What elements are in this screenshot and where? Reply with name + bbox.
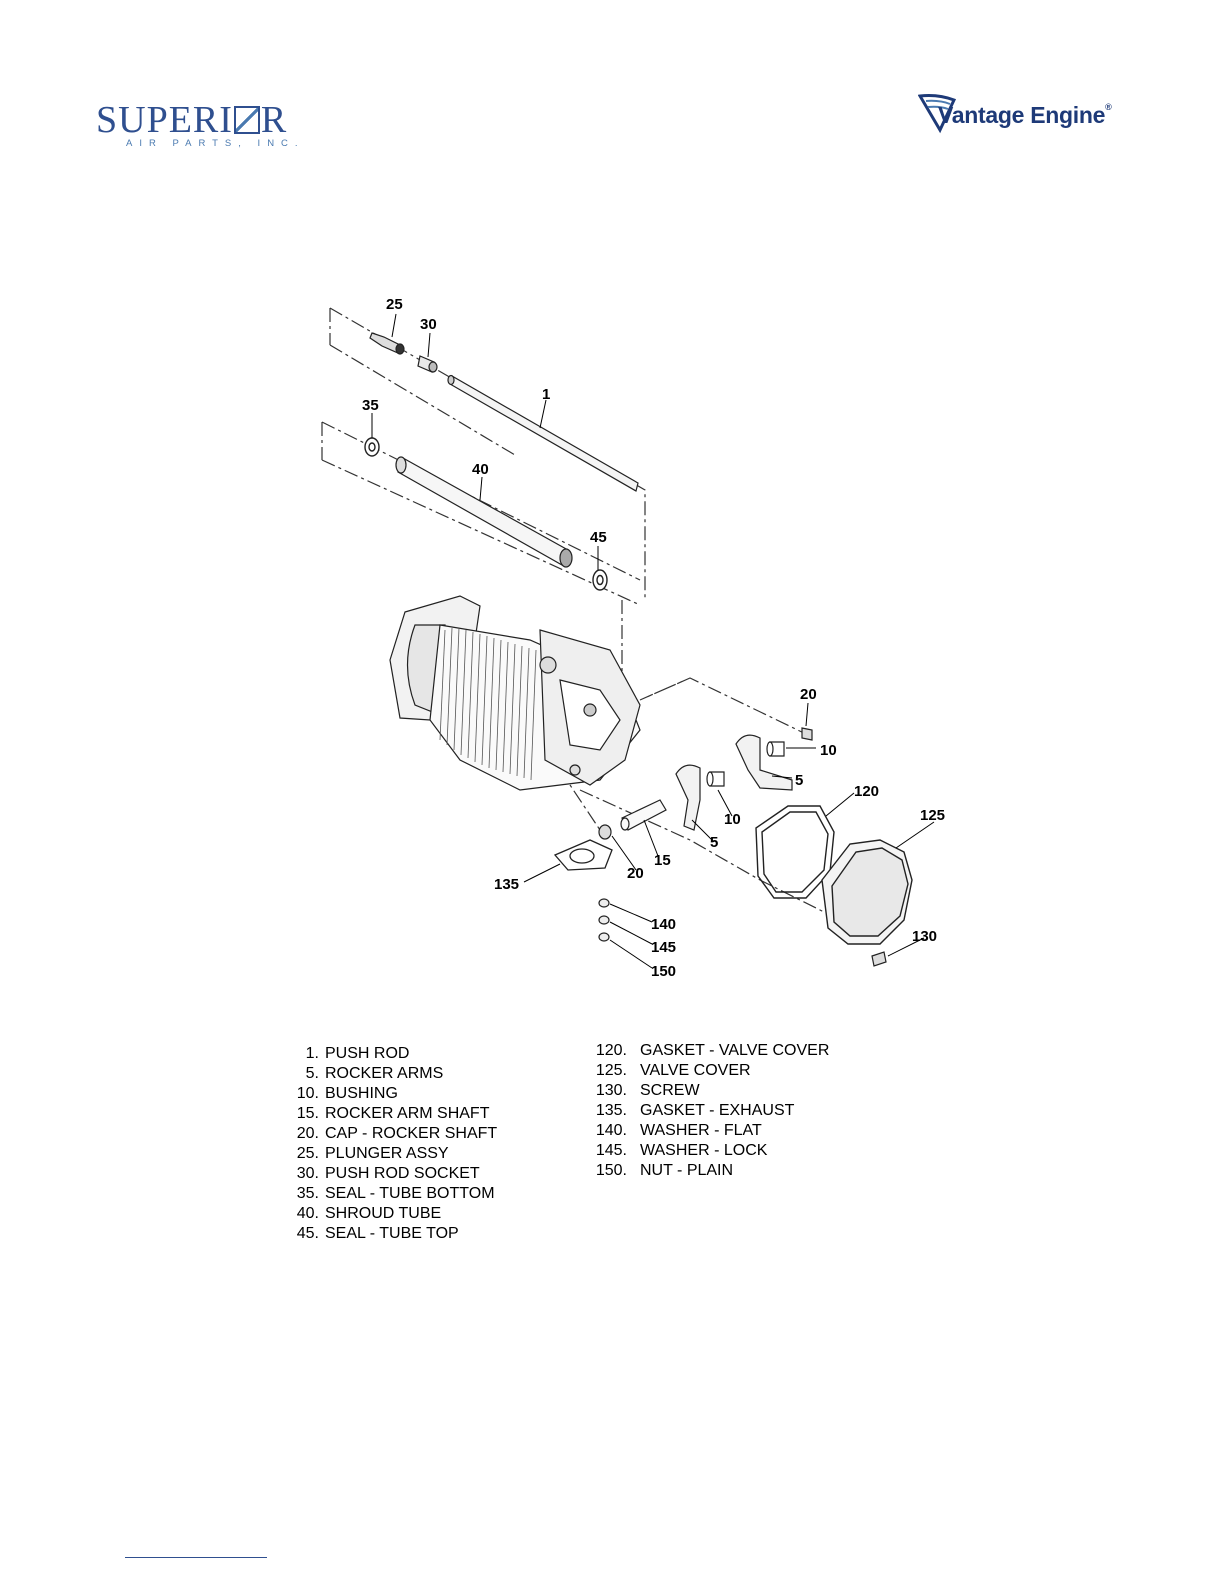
callout-120: 120 (854, 783, 879, 800)
parts-list-item: 140.WASHER - FLAT (595, 1122, 762, 1139)
parts-list-item: 135.GASKET - EXHAUST (595, 1102, 795, 1119)
parts-list-right: 120.GASKET - VALVE COVER 125.VALVE COVER… (594, 1041, 830, 1181)
engine-cylinder (389, 595, 641, 791)
callout-40: 40 (472, 461, 489, 478)
callout-30: 30 (420, 316, 437, 333)
parts-list-item: 20.CAP - ROCKER SHAFT (296, 1125, 498, 1142)
gasket-exhaust-part (553, 839, 613, 871)
seal-tube-bottom-part (364, 437, 380, 457)
callout-20-top: 20 (800, 686, 817, 703)
callout-45: 45 (590, 529, 607, 546)
vantage-engine-logo: Vantage Engine® (918, 90, 1138, 140)
superior-logo-mark-icon (233, 106, 260, 134)
callout-35: 35 (362, 397, 379, 414)
parts-list-item: 1.PUSH ROD (305, 1045, 410, 1062)
plunger-assy-part (369, 332, 405, 355)
vantage-swoosh-icon (918, 94, 957, 134)
callout-25: 25 (386, 296, 403, 313)
parts-list-item: 45.SEAL - TUBE TOP (296, 1225, 459, 1242)
parts-list-item: 5.ROCKER ARMS (305, 1065, 444, 1082)
exploded-parts-diagram: 25 30 1 35 40 45 20 10 5 10 5 15 20 120 … (321, 296, 945, 980)
parts-list-item: 40.SHROUD TUBE (296, 1205, 442, 1222)
callout-20-bottom: 20 (627, 865, 644, 882)
parts-list-item: 10.BUSHING (296, 1085, 398, 1102)
rocker-arm-shaft-part (620, 799, 667, 831)
callout-135: 135 (494, 876, 519, 893)
footer-rule (125, 1557, 267, 1558)
push-rod-part (447, 374, 639, 492)
parts-list-item: 125.VALVE COVER (595, 1062, 751, 1079)
callout-130: 130 (912, 928, 937, 945)
parts-list-left: 1.PUSH ROD 5.ROCKER ARMS 10.BUSHING 15.R… (292, 1044, 497, 1244)
seal-tube-top-part (592, 569, 608, 591)
callout-140: 140 (651, 916, 676, 933)
parts-list-item: 120.GASKET - VALVE COVER (595, 1042, 830, 1059)
parts-list-item: 15.ROCKER ARM SHAFT (296, 1105, 490, 1122)
parts-list-item: 25.PLUNGER ASSY (296, 1145, 449, 1162)
vantage-logo-mark: ® (1105, 102, 1112, 112)
bushing-part (706, 741, 785, 787)
callout-150: 150 (651, 963, 676, 980)
vantage-logo-name: Vantage Engine (938, 102, 1106, 128)
washer-nut-parts (598, 898, 610, 942)
parts-list-item: 130.SCREW (595, 1082, 700, 1099)
superior-logo-tagline: AIR PARTS, INC. (126, 138, 305, 149)
screw-part (871, 951, 887, 967)
callout-10-top: 10 (820, 742, 837, 759)
superior-logo-name-end: R (260, 99, 288, 141)
parts-list-item: 145.WASHER - LOCK (595, 1142, 768, 1159)
push-rod-socket-part (417, 355, 438, 373)
superior-logo: SUPERI R AIR PARTS, INC. (96, 98, 326, 154)
callout-5-bottom: 5 (710, 834, 718, 851)
valve-cover-part (821, 839, 913, 945)
callout-125: 125 (920, 807, 945, 824)
parts-list-item: 150.NUT - PLAIN (595, 1162, 734, 1179)
shroud-tube-part (395, 456, 573, 568)
callout-1: 1 (542, 386, 550, 403)
parts-list-item: 35.SEAL - TUBE BOTTOM (296, 1185, 495, 1202)
callout-10-bottom: 10 (724, 811, 741, 828)
cap-rocker-shaft-lower-part (598, 824, 612, 840)
parts-list-item: 30.PUSH ROD SOCKET (296, 1165, 480, 1182)
callout-145: 145 (651, 939, 676, 956)
superior-logo-name: SUPERI (96, 99, 233, 141)
callout-5-top: 5 (795, 772, 803, 789)
cap-rocker-shaft-part (801, 727, 813, 741)
callout-15: 15 (654, 852, 671, 869)
